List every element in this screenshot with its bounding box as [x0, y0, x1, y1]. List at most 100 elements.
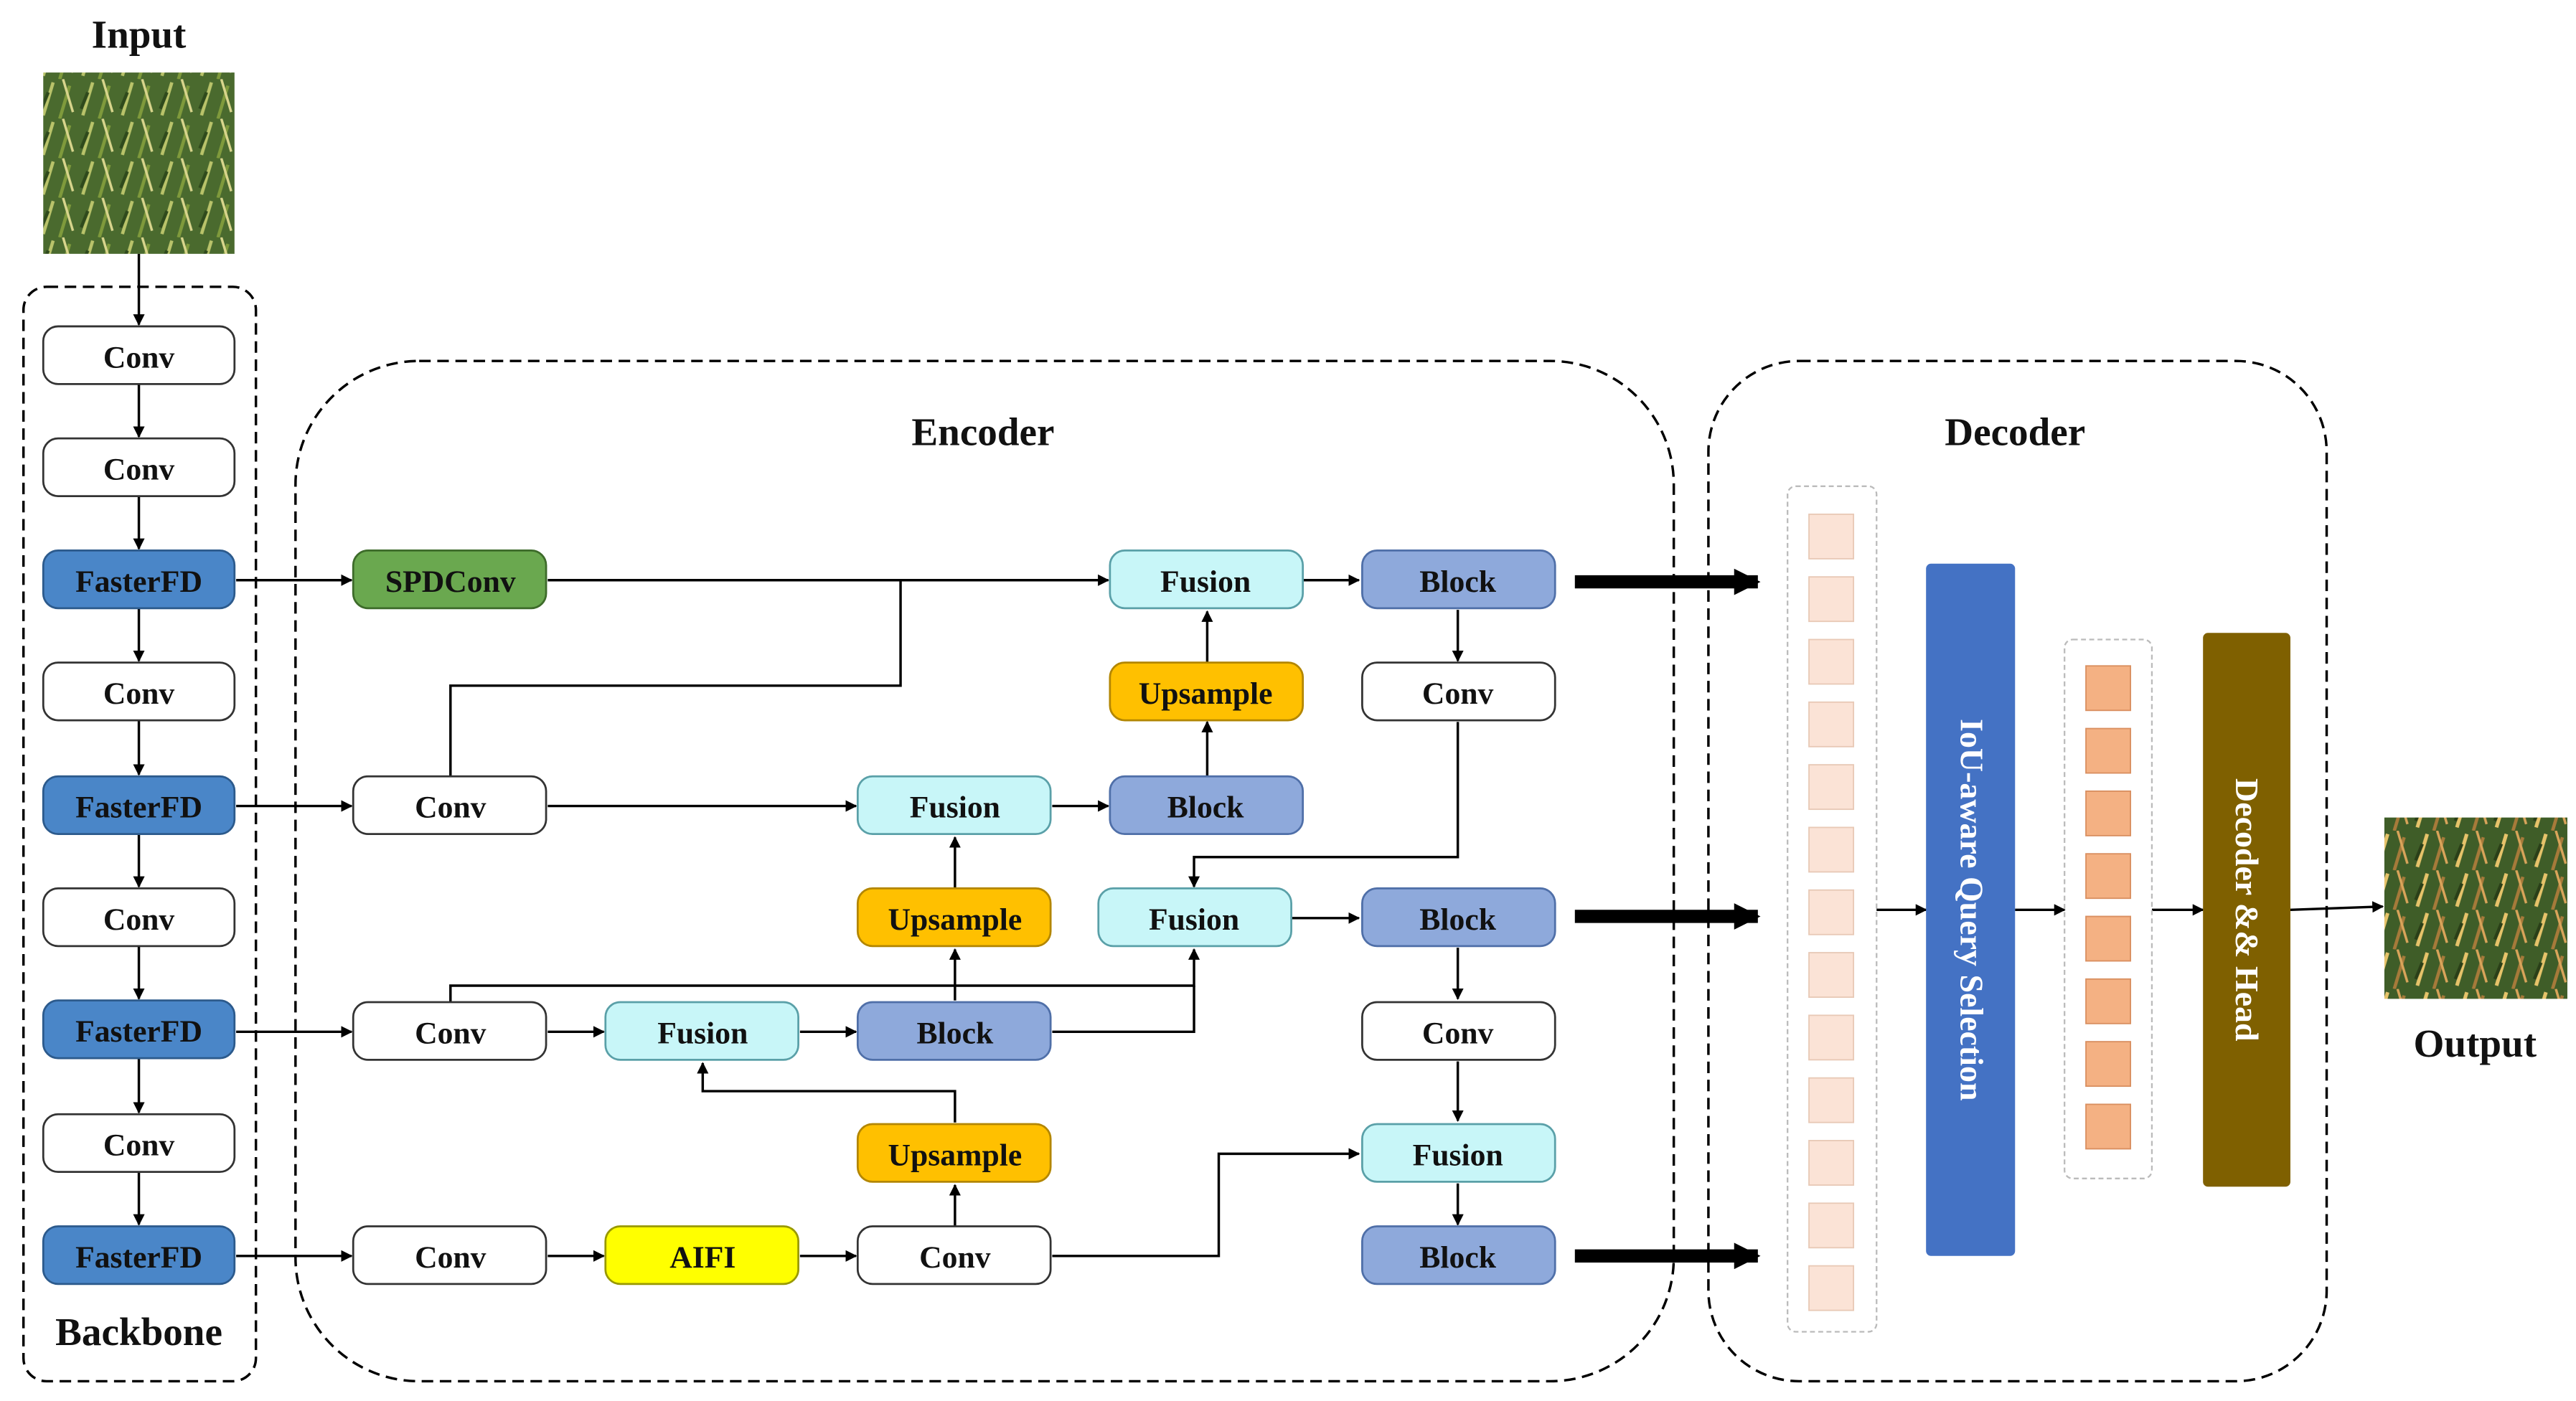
- svg-text:Fusion: Fusion: [910, 791, 1000, 825]
- svg-text:Conv: Conv: [103, 453, 175, 487]
- encoded-token: [1808, 1265, 1855, 1311]
- svg-text:Conv: Conv: [415, 1240, 486, 1275]
- output-label: Output: [2414, 1022, 2537, 1065]
- svg-text:AIFI: AIFI: [669, 1240, 735, 1275]
- encoder-block-mid-right: Block: [1361, 887, 1556, 948]
- svg-text:FasterFD: FasterFD: [75, 791, 202, 825]
- svg-text:Conv: Conv: [415, 791, 486, 825]
- encoder-block-bottom: Block: [1361, 1225, 1556, 1286]
- backbone-conv-1: Conv: [42, 325, 236, 385]
- encoder-container: [294, 359, 1675, 1383]
- decoder-container: [1707, 359, 2328, 1383]
- decoder-label: Decoder: [1945, 410, 2085, 453]
- iou-aware-query-selection: IoU-aware Query Selection: [1926, 563, 2016, 1256]
- svg-text:FasterFD: FasterFD: [75, 1014, 202, 1049]
- encoder-fusion-row2: Fusion: [856, 775, 1052, 835]
- encoder-upsample-mid: Upsample: [856, 887, 1052, 948]
- encoded-token: [1808, 1140, 1855, 1186]
- encoder-conv-row3: Conv: [352, 1001, 547, 1061]
- encoded-token: [1808, 952, 1855, 998]
- backbone-conv-4: Conv: [42, 887, 236, 948]
- svg-text:Block: Block: [1419, 902, 1496, 937]
- encoded-token: [1808, 576, 1855, 623]
- selected-query-stack: [2085, 665, 2132, 1150]
- encoder-conv-right-low: Conv: [1361, 1001, 1556, 1061]
- svg-text:Conv: Conv: [415, 1016, 486, 1050]
- svg-text:Fusion: Fusion: [657, 1016, 748, 1050]
- backbone-fasterfd-1: FasterFD: [42, 549, 236, 610]
- backbone-conv-5: Conv: [42, 1113, 236, 1174]
- svg-text:Block: Block: [1419, 565, 1496, 599]
- selected-query-token: [2085, 727, 2132, 774]
- svg-text:Block: Block: [1419, 1240, 1496, 1275]
- decoder-and-head: Decoder && Head: [2203, 633, 2290, 1187]
- encoder-label: Encoder: [911, 410, 1054, 453]
- svg-text:Conv: Conv: [919, 1240, 991, 1275]
- svg-text:Fusion: Fusion: [1413, 1138, 1503, 1172]
- svg-text:Decoder && Head: Decoder && Head: [2229, 778, 2265, 1042]
- encoder-fusion-row3: Fusion: [604, 1001, 799, 1061]
- encoder-upsample-top: Upsample: [1109, 661, 1305, 722]
- query-tokens-container: [2064, 638, 2153, 1179]
- encoded-token: [1808, 826, 1855, 873]
- svg-text:Conv: Conv: [1422, 676, 1494, 711]
- backbone-fasterfd-4: FasterFD: [42, 1225, 236, 1286]
- encoded-token: [1808, 764, 1855, 811]
- svg-text:SPDConv: SPDConv: [385, 565, 516, 599]
- selected-query-token: [2085, 790, 2132, 836]
- svg-text:Block: Block: [917, 1016, 994, 1050]
- encoder-output-arrows: [1574, 568, 1761, 1270]
- encoder-block-row2: Block: [1109, 775, 1305, 835]
- backbone-fasterfd-2: FasterFD: [42, 775, 236, 835]
- encoder-conv-right-top: Conv: [1361, 661, 1556, 722]
- svg-text:Upsample: Upsample: [888, 1138, 1023, 1172]
- svg-text:FasterFD: FasterFD: [75, 565, 202, 599]
- input-image: [43, 72, 235, 254]
- encoder-fusion-mid-right: Fusion: [1097, 887, 1292, 948]
- backbone-conv-3: Conv: [42, 661, 236, 722]
- encoded-token: [1808, 1202, 1855, 1249]
- svg-text:Upsample: Upsample: [1139, 676, 1273, 711]
- svg-text:IoU-aware Query Selection: IoU-aware Query Selection: [1953, 719, 1990, 1100]
- svg-text:Conv: Conv: [1422, 1016, 1494, 1050]
- encoder-fusion-top: Fusion: [1109, 549, 1305, 610]
- output-image: [2384, 817, 2567, 999]
- backbone-label: Backbone: [55, 1310, 222, 1354]
- svg-text:Upsample: Upsample: [888, 902, 1023, 937]
- backbone-fasterfd-3: FasterFD: [42, 999, 236, 1060]
- encoder-conv-row4b: Conv: [856, 1225, 1052, 1286]
- selected-query-token: [2085, 978, 2132, 1024]
- selected-query-token: [2085, 853, 2132, 900]
- selected-query-token: [2085, 665, 2132, 712]
- svg-text:Conv: Conv: [103, 1128, 175, 1163]
- encoded-token-stack: [1808, 513, 1855, 1311]
- selected-query-token: [2085, 1041, 2132, 1088]
- svg-text:Block: Block: [1167, 791, 1244, 825]
- encoder-conv-row4: Conv: [352, 1225, 547, 1286]
- svg-text:Conv: Conv: [103, 676, 175, 711]
- encoder-aifi: AIFI: [604, 1225, 799, 1286]
- svg-text:Conv: Conv: [103, 340, 175, 374]
- encoder-conv-row2: Conv: [352, 775, 547, 835]
- encoded-tokens-container: [1787, 485, 1878, 1333]
- encoder-block-top: Block: [1361, 549, 1556, 610]
- selected-query-token: [2085, 1103, 2132, 1150]
- encoded-token: [1808, 1014, 1855, 1061]
- svg-text:Fusion: Fusion: [1160, 565, 1251, 599]
- encoded-token: [1808, 638, 1855, 685]
- encoded-token: [1808, 513, 1855, 560]
- selected-query-token: [2085, 915, 2132, 962]
- encoded-token: [1808, 1077, 1855, 1123]
- encoded-token: [1808, 701, 1855, 747]
- input-label: Input: [92, 13, 187, 57]
- svg-text:Fusion: Fusion: [1149, 902, 1239, 937]
- connectors: [133, 253, 2384, 1262]
- encoder-spdconv: SPDConv: [352, 549, 547, 610]
- svg-text:Conv: Conv: [103, 902, 175, 937]
- encoded-token: [1808, 889, 1855, 935]
- backbone-conv-2: Conv: [42, 437, 236, 497]
- encoder-upsample-low: Upsample: [856, 1123, 1052, 1183]
- svg-text:FasterFD: FasterFD: [75, 1240, 202, 1275]
- encoder-block-row3: Block: [856, 1001, 1052, 1061]
